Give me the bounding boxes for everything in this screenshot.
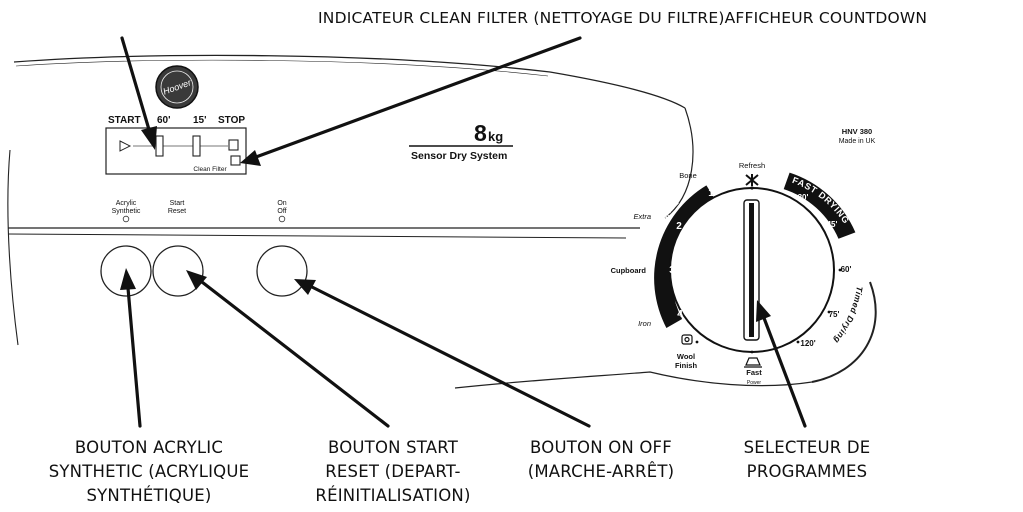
timer-start-label: START — [108, 115, 141, 126]
start-reset-button[interactable] — [152, 245, 204, 297]
panel-top-edge — [13, 54, 686, 109]
timer-indicator-15 — [192, 135, 201, 157]
dial-time-120: 120' — [800, 339, 815, 348]
callout-start-line-1: BOUTON START — [327, 438, 459, 457]
fan-icon — [745, 174, 759, 186]
on-off-label-2: Off — [277, 208, 286, 215]
dryer-left-edge — [7, 149, 19, 346]
dial-label-bone: Bone — [679, 171, 697, 180]
model-label: HNV 380 — [842, 127, 872, 136]
callout-start-reset-button: BOUTON START RESET (DEPART- RÉINITIALISA… — [288, 436, 498, 508]
sensor-programme-band — [654, 185, 716, 328]
dial-num-4: 4 — [677, 309, 683, 320]
timer-stop-label: STOP — [218, 115, 245, 126]
arrow-acrylic-head — [120, 268, 136, 290]
arrow-onoff-head — [294, 279, 316, 295]
timer-60-label: 60' — [157, 115, 171, 126]
dial-num-1: 1 — [708, 188, 714, 199]
arrow-clean-filter-line — [254, 36, 582, 159]
dial-time-45: 45' — [827, 220, 838, 229]
callout-acrylic-line-1: BOUTON ACRYLIC — [74, 438, 224, 457]
fast-drying-band — [783, 172, 856, 239]
callout-selector-line-1: SELECTEUR DE — [743, 438, 871, 457]
acrylic-led — [122, 215, 130, 223]
panel-right-edge — [664, 107, 694, 219]
arrow-acrylic-line — [126, 286, 142, 428]
callout-arrows — [120, 36, 807, 428]
panel-top-edge-inner — [15, 59, 549, 77]
dial-label-refresh: Refresh — [739, 161, 765, 170]
callout-on-off-button: BOUTON ON OFF (MARCHE-ARRÊT) — [506, 436, 696, 484]
dial-time-75: 75' — [829, 310, 840, 319]
button-labels: Acrylic Synthetic Start Reset On Off — [112, 200, 287, 215]
clean-filter-indicator — [230, 155, 241, 166]
on-off-label-1: On — [277, 200, 286, 207]
on-off-button[interactable] — [256, 245, 308, 297]
hoover-logo: Hoover — [155, 65, 199, 109]
dial-label-finish: Finish — [675, 361, 698, 370]
callout-programme-selector: SELECTEUR DE PROGRAMMES — [716, 436, 898, 484]
arrow-countdown-line — [120, 36, 152, 135]
on-off-led — [278, 215, 286, 223]
callout-countdown-clean-filter: INDICATEUR CLEAN FILTER (NETTOYAGE DU FI… — [318, 9, 928, 27]
callout-acrylic-button: BOUTON ACRYLIC SYNTHETIC (ACRYLIQUE SYNT… — [36, 436, 262, 508]
timer-stop-square — [228, 139, 239, 151]
dial-time-30: 30' — [798, 193, 809, 202]
callout-start-line-2: RESET (DEPART- — [325, 462, 461, 481]
panel-bottom-edge-inner — [7, 233, 627, 239]
dial-label-extra: Extra — [633, 212, 651, 221]
clean-filter-label: Clean Filter — [193, 166, 227, 173]
arrow-clean-filter-head — [240, 150, 261, 166]
arrow-onoff-line — [310, 285, 591, 428]
programme-selector-dial: SENSOR PROGRAMME FAST DRYING Timed Dryin… — [611, 161, 865, 386]
callout-acrylic-line-2: SYNTHETIC (ACRYLIQUE — [48, 462, 250, 481]
model-info: HNV 380 Made in UK — [839, 127, 876, 145]
start-reset-label-2: Reset — [168, 208, 186, 215]
arrow-selector-line — [762, 316, 807, 428]
dial-label-cupboard: Cupboard — [611, 266, 647, 275]
dial-num-3: 3 — [669, 265, 675, 276]
dial-label-wool: Wool — [677, 352, 695, 361]
wool-icon — [681, 334, 693, 345]
callout-selector-line-2: PROGRAMMES — [746, 462, 868, 481]
made-in-label: Made in UK — [839, 138, 876, 145]
arrow-countdown-head — [141, 126, 157, 150]
door-arc-lower — [454, 371, 813, 389]
capacity-badge: 8 kg Sensor Dry System — [409, 120, 513, 162]
timer-15-label: 15' — [193, 115, 207, 126]
door-arc-outer — [811, 281, 877, 383]
callout-start-line-3: RÉINITIALISATION) — [315, 486, 471, 505]
timer-indicator-60 — [155, 135, 164, 157]
dial-label-fast-sub: Power — [747, 380, 762, 386]
dial-label-iron: Iron — [638, 319, 651, 328]
iron-icon — [744, 357, 762, 368]
start-reset-label-1: Start — [170, 200, 185, 207]
arrow-selector-head — [756, 300, 771, 322]
capacity-unit: kg — [488, 129, 503, 144]
dial-time-60: 60' — [841, 265, 852, 274]
dial-pointer-slot — [749, 203, 754, 337]
callout-onoff-line-1: BOUTON ON OFF — [530, 438, 672, 457]
dial-label-fast: Fast — [746, 368, 762, 377]
callout-onoff-line-2: (MARCHE-ARRÊT) — [527, 462, 675, 481]
countdown-timer-display: START 60' 15' STOP Clean Filter — [105, 115, 247, 175]
sensor-dry-system-label: Sensor Dry System — [411, 150, 507, 162]
acrylic-label-2: Synthetic — [112, 208, 141, 215]
arrow-start-line — [200, 280, 390, 428]
arrow-start-head — [186, 270, 207, 290]
dial-num-2: 2 — [676, 221, 682, 232]
acrylic-label-1: Acrylic — [116, 200, 137, 207]
callout-acrylic-line-3: SYNTHÉTIQUE) — [86, 486, 212, 505]
timer-start-arrow-icon — [119, 140, 132, 152]
capacity-number: 8 — [474, 120, 487, 146]
dryer-body — [7, 54, 877, 389]
